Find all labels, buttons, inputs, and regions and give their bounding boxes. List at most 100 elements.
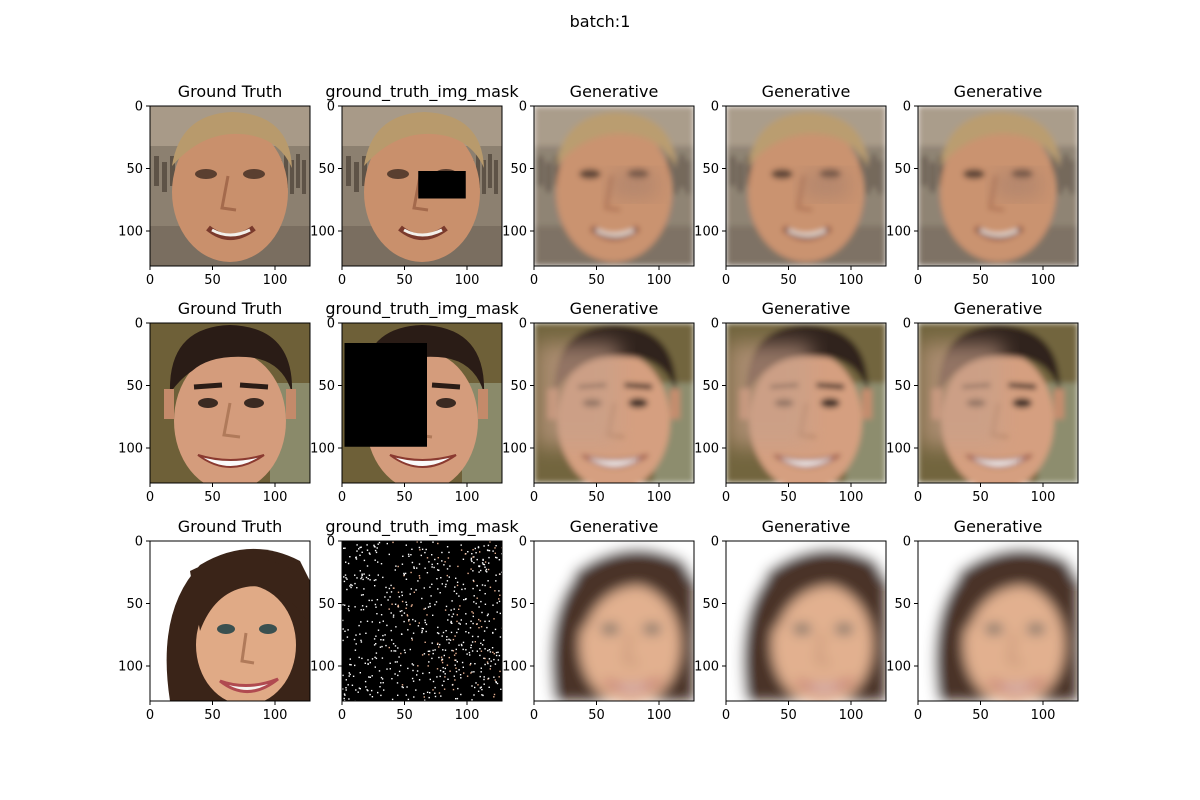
face-image bbox=[150, 323, 310, 483]
y-tick-label: 50 bbox=[702, 379, 719, 394]
axes-frame bbox=[917, 322, 1079, 484]
panel-title: Generative bbox=[954, 517, 1043, 536]
x-tick-label: 100 bbox=[647, 708, 672, 723]
y-tick-label: 0 bbox=[327, 535, 335, 550]
axes-frame bbox=[341, 105, 503, 267]
panel-title: Generative bbox=[570, 82, 659, 101]
axes-frame bbox=[149, 322, 311, 484]
panel-title: Generative bbox=[762, 517, 851, 536]
x-tick-label: 0 bbox=[146, 708, 154, 723]
y-tick-label: 50 bbox=[510, 162, 527, 177]
x-tick-label: 0 bbox=[530, 708, 538, 723]
y-tick-label: 0 bbox=[327, 317, 335, 332]
y-tick-label: 0 bbox=[135, 100, 143, 115]
x-tick-label: 0 bbox=[530, 273, 538, 288]
x-tick-label: 50 bbox=[204, 490, 221, 505]
figure-suptitle: batch:1 bbox=[569, 12, 631, 31]
x-tick-label: 0 bbox=[722, 490, 730, 505]
x-tick-label: 50 bbox=[972, 273, 989, 288]
face-image bbox=[534, 106, 694, 266]
y-tick-label: 100 bbox=[310, 225, 335, 240]
x-tick-label: 100 bbox=[647, 273, 672, 288]
x-tick-label: 100 bbox=[263, 273, 288, 288]
y-tick-label: 50 bbox=[318, 162, 335, 177]
y-tick-label: 0 bbox=[519, 317, 527, 332]
y-tick-label: 50 bbox=[510, 379, 527, 394]
axes-frame bbox=[725, 105, 887, 267]
y-tick-label: 100 bbox=[694, 660, 719, 675]
y-tick-label: 100 bbox=[118, 442, 143, 457]
y-tick-label: 50 bbox=[126, 379, 143, 394]
x-tick-label: 50 bbox=[780, 490, 797, 505]
y-tick-label: 0 bbox=[519, 535, 527, 550]
face-image bbox=[726, 323, 886, 483]
x-tick-label: 0 bbox=[338, 490, 346, 505]
y-tick-label: 0 bbox=[135, 535, 143, 550]
face-image bbox=[726, 106, 886, 266]
face-image bbox=[342, 541, 502, 701]
axes-frame bbox=[917, 105, 1079, 267]
x-tick-label: 0 bbox=[914, 490, 922, 505]
y-tick-label: 100 bbox=[502, 225, 527, 240]
axes-frame bbox=[149, 105, 311, 267]
y-tick-label: 50 bbox=[894, 379, 911, 394]
panel-title: Generative bbox=[954, 82, 1043, 101]
y-tick-label: 100 bbox=[694, 442, 719, 457]
axes-frame bbox=[341, 540, 503, 702]
x-tick-label: 100 bbox=[455, 273, 480, 288]
panel-title: Generative bbox=[570, 299, 659, 318]
face-image bbox=[918, 541, 1078, 701]
panel-title: Ground Truth bbox=[178, 82, 283, 101]
y-tick-label: 50 bbox=[126, 597, 143, 612]
y-tick-label: 100 bbox=[694, 225, 719, 240]
axes-frame bbox=[341, 322, 503, 484]
x-tick-label: 50 bbox=[780, 273, 797, 288]
x-tick-label: 50 bbox=[588, 273, 605, 288]
axes-frame bbox=[149, 540, 311, 702]
x-tick-label: 50 bbox=[204, 273, 221, 288]
panel-title: Ground Truth bbox=[178, 299, 283, 318]
x-tick-label: 0 bbox=[530, 490, 538, 505]
x-tick-label: 50 bbox=[396, 273, 413, 288]
y-tick-label: 50 bbox=[702, 162, 719, 177]
panel-title: Generative bbox=[954, 299, 1043, 318]
panel-title: ground_truth_img_mask bbox=[325, 82, 519, 102]
y-tick-label: 0 bbox=[711, 535, 719, 550]
x-tick-label: 0 bbox=[722, 273, 730, 288]
y-tick-label: 100 bbox=[118, 660, 143, 675]
x-tick-label: 100 bbox=[1031, 490, 1056, 505]
noise-dots bbox=[342, 541, 502, 701]
y-tick-label: 0 bbox=[903, 317, 911, 332]
x-tick-label: 0 bbox=[338, 708, 346, 723]
face-image bbox=[534, 541, 694, 701]
x-tick-label: 50 bbox=[396, 708, 413, 723]
x-tick-label: 0 bbox=[146, 490, 154, 505]
face-image bbox=[150, 541, 310, 701]
face-image bbox=[918, 106, 1078, 266]
x-tick-label: 100 bbox=[263, 708, 288, 723]
face-image bbox=[534, 323, 694, 483]
y-tick-label: 0 bbox=[327, 100, 335, 115]
y-tick-label: 0 bbox=[903, 100, 911, 115]
axes-frame bbox=[725, 322, 887, 484]
axes-frame bbox=[533, 540, 695, 702]
y-tick-label: 100 bbox=[886, 225, 911, 240]
x-tick-label: 100 bbox=[1031, 708, 1056, 723]
x-tick-label: 100 bbox=[839, 273, 864, 288]
mask-region bbox=[342, 541, 502, 701]
x-tick-label: 50 bbox=[780, 708, 797, 723]
y-tick-label: 100 bbox=[886, 660, 911, 675]
x-tick-label: 0 bbox=[146, 273, 154, 288]
